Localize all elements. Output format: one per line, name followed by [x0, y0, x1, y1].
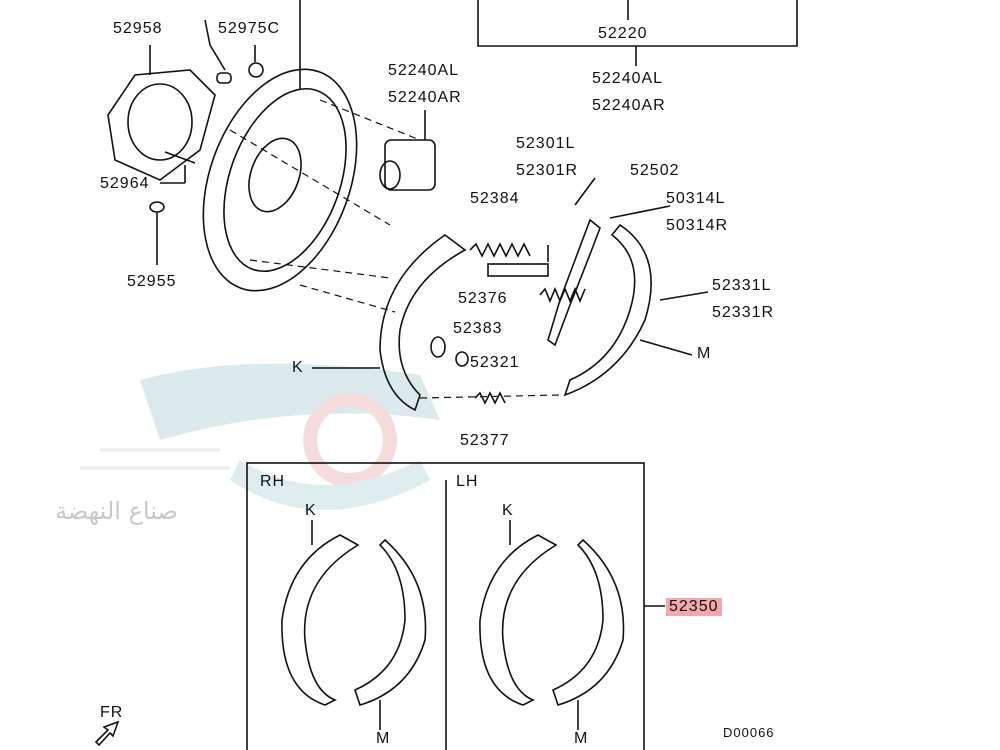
callout-52321: 52321: [470, 354, 520, 371]
callout-52377: 52377: [460, 432, 510, 449]
spring-52377: [474, 391, 506, 405]
label-rh: RH: [260, 473, 286, 490]
callout-52384: 52384: [470, 190, 520, 207]
callout-52240ar: 52240AR: [388, 89, 462, 106]
callout-52383: 52383: [453, 320, 503, 337]
callout-52301r: 52301R: [516, 162, 579, 179]
label-lh: LH: [456, 473, 479, 490]
callout-52331l: 52331L: [712, 277, 772, 294]
callout-52502: 52502: [630, 162, 680, 179]
callout-52240al-kit: 52240AL: [592, 70, 664, 87]
callout-52376: 52376: [458, 290, 508, 307]
callout-52955: 52955: [127, 273, 177, 290]
callout-k-rh: K: [305, 502, 317, 519]
callout-k: K: [292, 359, 304, 376]
callout-m-rh: M: [376, 730, 391, 747]
callout-50314r: 50314R: [666, 217, 729, 234]
spring-52384: [469, 242, 531, 258]
wheel-cylinder: [384, 139, 436, 191]
callout-52964: 52964: [100, 175, 150, 192]
callout-52975c: 52975C: [218, 20, 281, 37]
watermark-text: صناع النهضة: [55, 497, 178, 525]
callout-52301l: 52301L: [516, 135, 576, 152]
label-fr: FR: [100, 704, 124, 721]
callout-k-lh: K: [502, 502, 514, 519]
callout-52331r: 52331R: [712, 304, 775, 321]
brake-shoe-k: [379, 234, 467, 412]
callout-52350-highlighted: 52350: [666, 598, 722, 616]
diagram-code: D00066: [723, 725, 775, 740]
lh-shoes: [479, 520, 625, 730]
box-52220: [477, 0, 798, 47]
front-arrow-icon: [94, 720, 120, 747]
kit-box-52350: [246, 462, 645, 750]
callout-50314l: 50314L: [666, 190, 726, 207]
callout-52240ar-kit: 52240AR: [592, 97, 666, 114]
watermark-logo: [80, 363, 440, 510]
brake-shoe-m: [563, 223, 652, 397]
callout-52240al: 52240AL: [388, 62, 460, 79]
gasket-52958: [107, 69, 216, 181]
parking-lever: [547, 218, 601, 347]
callout-52958: 52958: [113, 20, 163, 37]
callout-m: M: [697, 345, 712, 362]
backing-plate: [202, 68, 358, 292]
callout-52220: 52220: [598, 25, 648, 42]
rh-shoes: [281, 520, 427, 730]
callout-m-lh: M: [574, 730, 589, 747]
spring-52383: [539, 286, 586, 304]
adjuster: [487, 263, 549, 277]
